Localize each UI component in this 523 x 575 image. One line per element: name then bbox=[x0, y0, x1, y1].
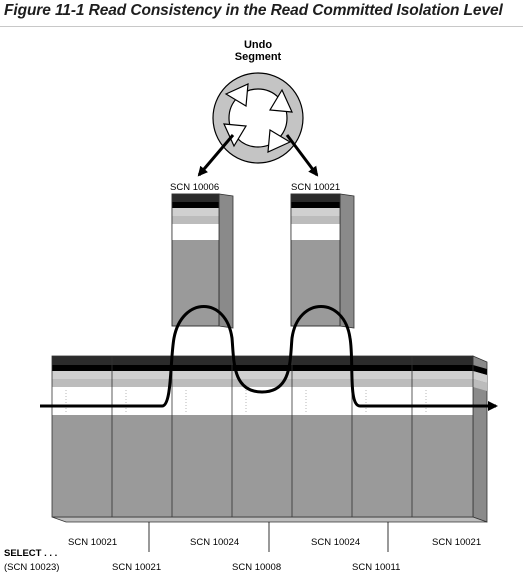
data-block-label: SCN 10021 bbox=[432, 537, 481, 548]
query-scn-label: (SCN 10023) bbox=[4, 562, 59, 573]
undo-segment-icon bbox=[212, 72, 304, 164]
undo-block-label: SCN 10021 bbox=[291, 182, 340, 193]
undo-block bbox=[290, 193, 355, 329]
undo-block bbox=[171, 193, 234, 329]
data-block-label: SCN 10011 bbox=[352, 562, 400, 573]
undo-segment-label: Segment bbox=[235, 51, 282, 63]
select-statement-label: SELECT . . . bbox=[4, 548, 57, 559]
undo-segment-ring bbox=[213, 73, 303, 163]
data-block-label: SCN 10021 bbox=[112, 562, 161, 573]
undo-arrow-right bbox=[285, 134, 319, 177]
undo-arrow-icon bbox=[223, 123, 248, 148]
undo-arrow-icon bbox=[224, 83, 249, 108]
query-path bbox=[40, 305, 498, 411]
data-block-row bbox=[51, 355, 488, 523]
data-block-label: SCN 10021 bbox=[68, 537, 117, 548]
data-block-label: SCN 10024 bbox=[311, 537, 360, 548]
undo-segment-label: Undo bbox=[244, 39, 272, 51]
data-block-label: SCN 10008 bbox=[232, 562, 281, 573]
undo-block-label: SCN 10006 bbox=[170, 182, 219, 193]
undo-arrow-left bbox=[197, 134, 235, 177]
undo-arrow-icon bbox=[268, 88, 293, 113]
undo-arrow-icon bbox=[267, 128, 292, 153]
data-block-label: SCN 10024 bbox=[190, 537, 239, 548]
figure-title: Figure 11-1 Read Consistency in the Read… bbox=[4, 2, 503, 19]
title-divider bbox=[0, 26, 523, 27]
